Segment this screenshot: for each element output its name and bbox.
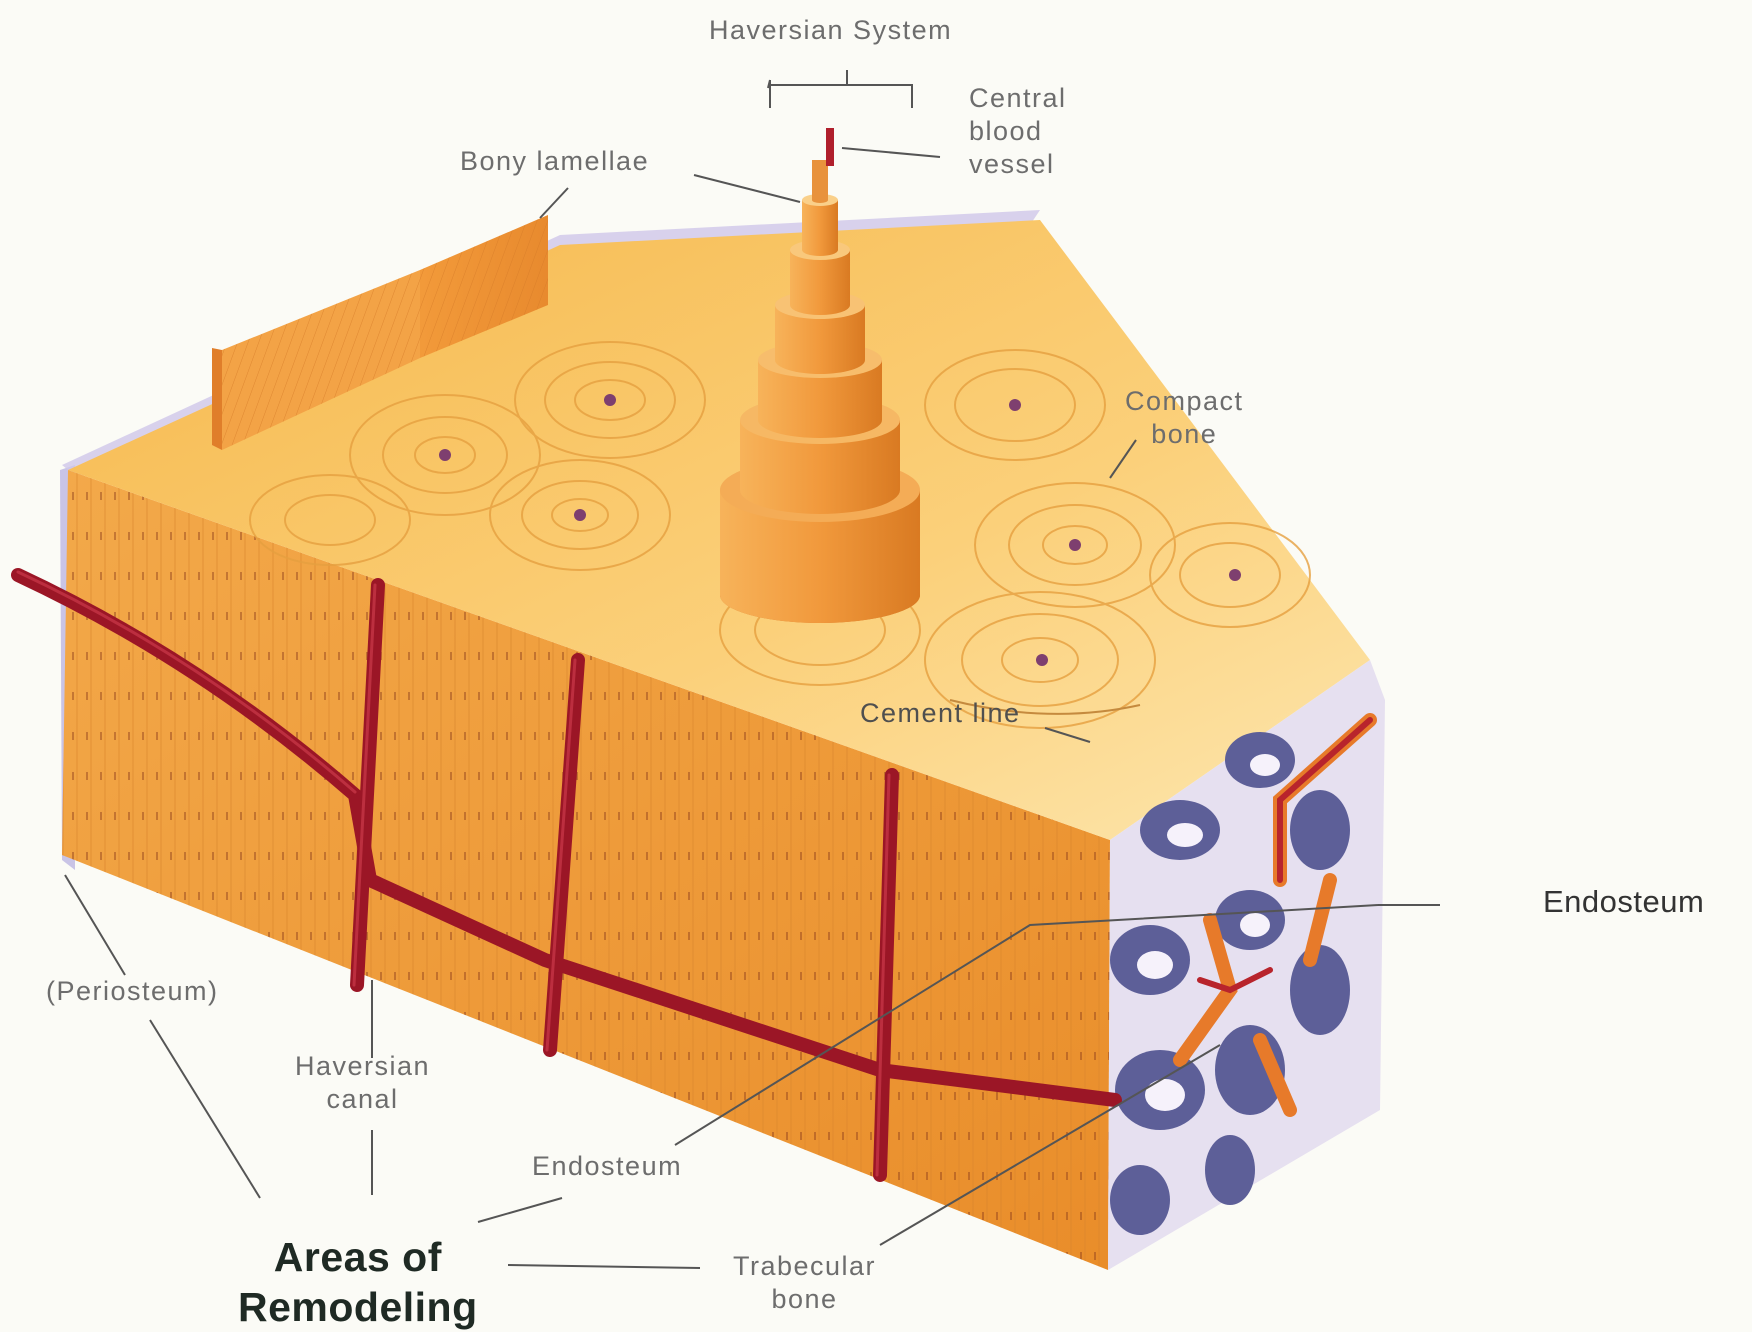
label-trabecular-bone-line2: bone (733, 1283, 876, 1316)
label-cement-line: Cement line (860, 697, 1021, 730)
label-compact-bone: Compact bone (1125, 385, 1244, 451)
label-endosteum-bottom: Endosteum (532, 1150, 682, 1183)
label-areas-of-remodeling-line2: Remodeling (238, 1282, 478, 1332)
label-haversian-system: Haversian System (709, 14, 952, 47)
label-periosteum: (Periosteum) (46, 975, 219, 1008)
label-haversian-canal-line2: canal (295, 1083, 430, 1116)
label-endosteum-right: Endosteum (1543, 885, 1704, 918)
label-central-blood-vessel-line3: vessel (969, 148, 1067, 181)
label-trabecular-bone-line1: Trabecular (733, 1250, 876, 1283)
label-central-blood-vessel: Central blood vessel (969, 82, 1067, 181)
label-compact-bone-line2: bone (1125, 418, 1244, 451)
label-bony-lamellae: Bony lamellae (460, 145, 649, 178)
label-areas-of-remodeling: Areas of Remodeling (238, 1232, 478, 1332)
label-central-blood-vessel-line1: Central (969, 82, 1067, 115)
label-areas-of-remodeling-line1: Areas of (238, 1232, 478, 1282)
label-haversian-canal-line1: Haversian (295, 1050, 430, 1083)
label-haversian-canal: Haversian canal (295, 1050, 430, 1116)
label-compact-bone-line1: Compact (1125, 385, 1244, 418)
label-trabecular-bone: Trabecular bone (733, 1250, 876, 1316)
label-central-blood-vessel-line2: blood (969, 115, 1067, 148)
